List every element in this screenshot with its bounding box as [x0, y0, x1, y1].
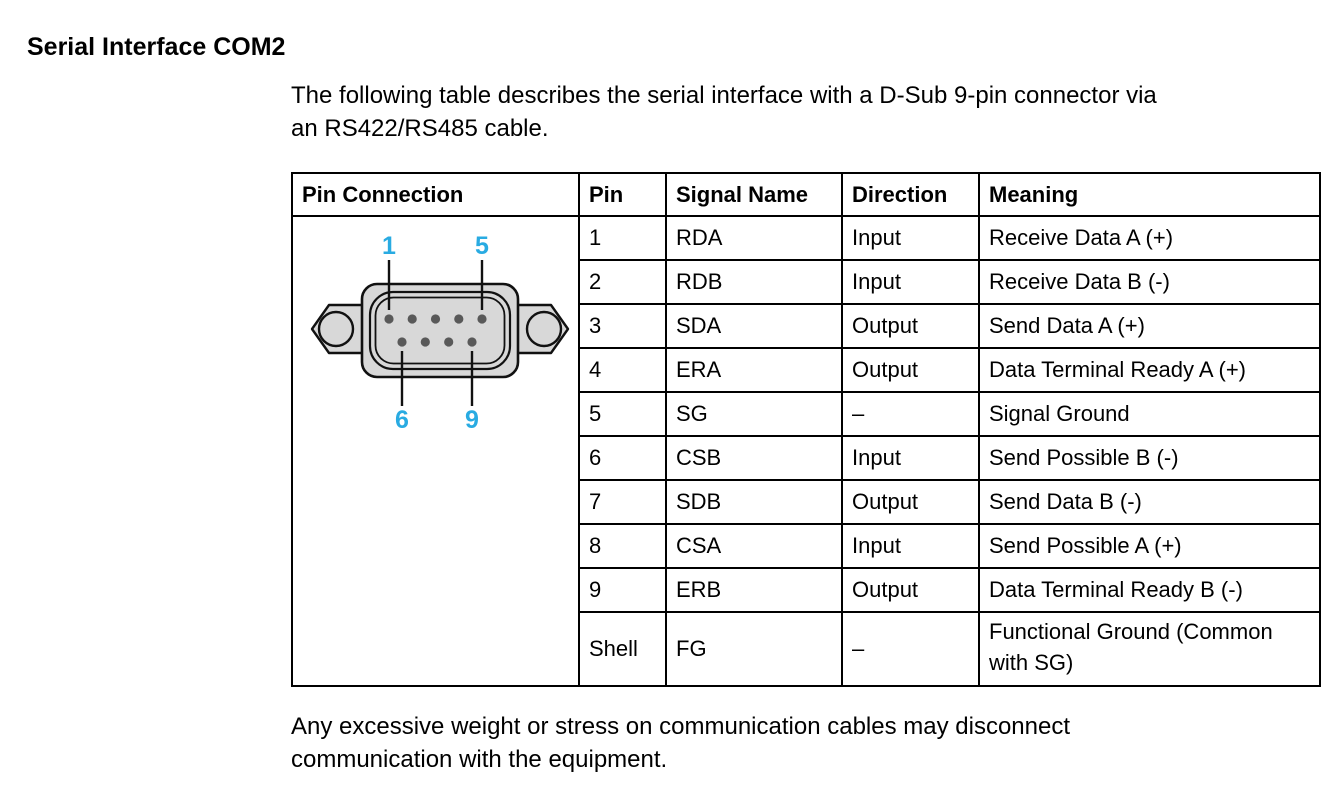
- direction-cell: –: [841, 391, 980, 437]
- table-row: 6 CSB Input Send Possible B (-): [292, 435, 1321, 481]
- pin-dot-6: [397, 337, 407, 347]
- pin-cell: 8: [578, 523, 667, 569]
- signal-cell: CSB: [665, 435, 843, 481]
- col-header-meaning: Meaning: [978, 172, 1321, 217]
- pin-cell: 1: [578, 215, 667, 261]
- pin-dot-4: [454, 314, 464, 324]
- pin-dot-3: [430, 314, 441, 324]
- pin-table: Pin Connection Pin Signal Name Direction…: [291, 172, 1321, 687]
- footer-line-1: Any excessive weight or stress on commun…: [291, 713, 1071, 740]
- table-row: 7 SDB Output Send Data B (-): [292, 479, 1321, 525]
- pin-label-5: 5: [475, 232, 489, 260]
- pin-dots: [384, 314, 487, 347]
- meaning-cell: Functional Ground (Common with SG): [978, 611, 1321, 687]
- meaning-cell: Send Possible B (-): [978, 435, 1321, 481]
- connector-lip-inner: [374, 296, 506, 365]
- pin-cell: 2: [578, 259, 667, 305]
- pin-cell: 7: [578, 479, 667, 525]
- pin-cell: 5: [578, 391, 667, 437]
- pin-cell: 4: [578, 347, 667, 393]
- table-row: 8 CSA Input Send Possible A (+): [292, 523, 1321, 569]
- direction-cell: Input: [841, 215, 980, 261]
- pin-cell: 3: [578, 303, 667, 349]
- signal-cell: ERB: [665, 567, 843, 613]
- pin-label-1: 1: [382, 232, 396, 260]
- pin-dot-8: [444, 337, 454, 347]
- intro-line-1: The following table describes the serial…: [291, 82, 1157, 109]
- direction-cell: –: [841, 611, 980, 687]
- intro-paragraph: The following table describes the serial…: [291, 79, 1157, 145]
- meaning-cell: Send Data B (-): [978, 479, 1321, 525]
- connector-lip-outer: [368, 290, 512, 371]
- meaning-cell: Data Terminal Ready A (+): [978, 347, 1321, 393]
- direction-cell: Input: [841, 523, 980, 569]
- meaning-cell: Data Terminal Ready B (-): [978, 567, 1321, 613]
- pin-table-body: 1 5 6 9 1 RDA Input Receive Data A (+) 2…: [291, 215, 1321, 687]
- col-header-direction: Direction: [841, 172, 980, 217]
- page-title: Serial Interface COM2: [27, 33, 286, 61]
- pin-leader-lines: [387, 260, 484, 406]
- signal-cell: ERA: [665, 347, 843, 393]
- table-row: Shell FG – Functional Ground (Common wit…: [292, 611, 1321, 687]
- direction-cell: Input: [841, 259, 980, 305]
- signal-cell: RDA: [665, 215, 843, 261]
- meaning-cell: Send Possible A (+): [978, 523, 1321, 569]
- pin-cell: 9: [578, 567, 667, 613]
- footer-line-2: communication with the equipment.: [291, 746, 668, 773]
- pin-table-header: Pin Connection Pin Signal Name Direction…: [291, 172, 1321, 217]
- pin-dot-7: [420, 337, 430, 347]
- signal-cell: SDA: [665, 303, 843, 349]
- screw-hole-right-icon: [525, 310, 563, 348]
- direction-cell: Output: [841, 567, 980, 613]
- meaning-cell: Receive Data B (-): [978, 259, 1321, 305]
- col-header-pin-connection: Pin Connection: [291, 172, 580, 217]
- direction-cell: Output: [841, 303, 980, 349]
- table-row: 5 SG – Signal Ground: [292, 391, 1321, 437]
- header-row: Pin Connection Pin Signal Name Direction…: [291, 172, 1321, 217]
- table-row: 2 RDB Input Receive Data B (-): [292, 259, 1321, 305]
- signal-cell: CSA: [665, 523, 843, 569]
- meaning-cell: Send Data A (+): [978, 303, 1321, 349]
- footer-note: Any excessive weight or stress on commun…: [291, 710, 1070, 776]
- pin-dot-5: [477, 314, 487, 324]
- dsub9-connector-diagram: 1 5 6 9: [310, 232, 570, 434]
- pin-label-9: 9: [465, 406, 479, 432]
- pin-cell: Shell: [578, 611, 667, 687]
- direction-cell: Output: [841, 479, 980, 525]
- intro-line-2: an RS422/RS485 cable.: [291, 115, 549, 142]
- table-row: 1 5 6 9 1 RDA Input Receive Data A (+): [291, 215, 1321, 687]
- screw-hole-left-icon: [317, 310, 355, 348]
- meaning-cell: Signal Ground: [978, 391, 1321, 437]
- meaning-cell: Receive Data A (+): [978, 215, 1321, 261]
- pin-cell: 6: [578, 435, 667, 481]
- table-row: 9 ERB Output Data Terminal Ready B (-): [292, 567, 1321, 613]
- table-row: 4 ERA Output Data Terminal Ready A (+): [292, 347, 1321, 393]
- col-header-signal-name: Signal Name: [665, 172, 843, 217]
- table-row: 3 SDA Output Send Data A (+): [292, 303, 1321, 349]
- signal-cell: RDB: [665, 259, 843, 305]
- signal-cell: SG: [665, 391, 843, 437]
- signal-cell: SDB: [665, 479, 843, 525]
- direction-cell: Input: [841, 435, 980, 481]
- col-header-pin: Pin: [578, 172, 667, 217]
- connector-diagram-cell: 1 5 6 9: [291, 215, 580, 687]
- direction-cell: Output: [841, 347, 980, 393]
- signal-cell: FG: [665, 611, 843, 687]
- pin-dot-9: [467, 337, 477, 347]
- pin-dot-1: [384, 314, 394, 324]
- pin-dot-2: [407, 314, 417, 324]
- pin-label-6: 6: [395, 406, 409, 432]
